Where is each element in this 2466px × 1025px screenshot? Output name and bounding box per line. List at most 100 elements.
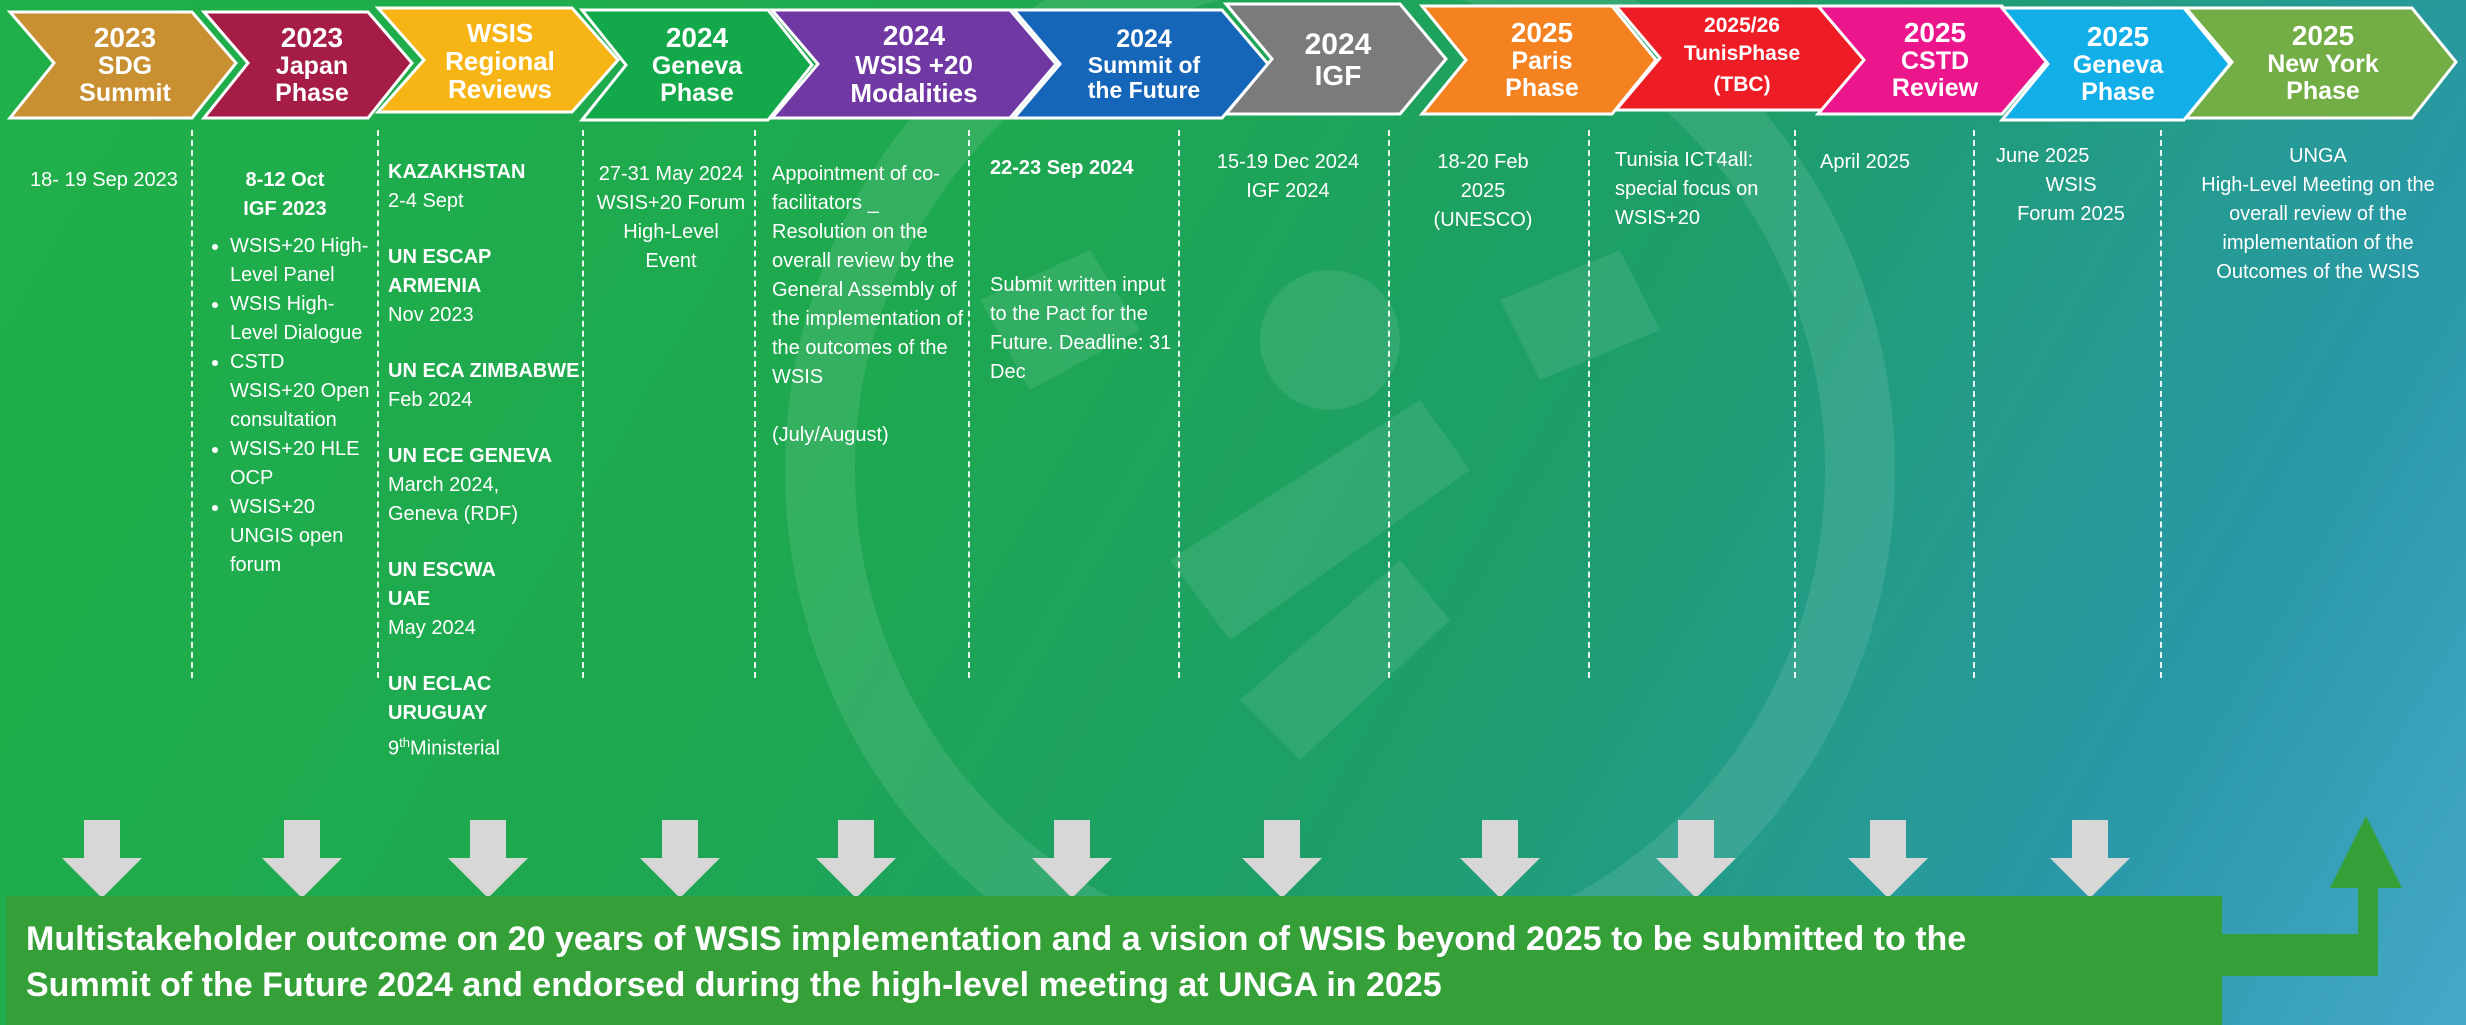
summit-future-details: 22-23 Sep 2024 Submit written input to t… [990, 154, 1174, 387]
ministerial-label: Ministerial [409, 737, 500, 760]
chevron-wsis-regional-reviews [374, 6, 621, 114]
regional-review-date: Nov 2023 [388, 304, 474, 326]
geneva-2025-event: WSIS Forum 2025 [2017, 174, 2125, 225]
chevron-label-geneva-phase-2024: 2024 Geneva Phase [622, 12, 772, 118]
chevron-label-cstd-review: 2025 CSTD Review [1860, 8, 2010, 112]
regional-review-date: 9thMinisterial [388, 728, 588, 764]
regional-review-title: UN ECA ZIMBABWE [388, 360, 580, 382]
chevron-summit-of-the-future [1010, 8, 1270, 120]
geneva-2024-details: 27-31 May 2024 WSIS+20 Forum High-Level … [596, 163, 746, 272]
japan-phase-event: IGF 2023 [243, 198, 327, 220]
modalities-text: Appointment of co-facilitators _ Resolut… [772, 163, 964, 388]
down-arrow-icon [2050, 820, 2130, 898]
cstd-details: April 2025 [1820, 151, 1911, 173]
igf-event: IGF 2024 [1246, 180, 1330, 202]
paris-date: 18-20 Feb 2025 [1437, 151, 1529, 202]
chevron-wsis20-modalities [768, 8, 1058, 120]
chevron-name: Geneva Phase [651, 52, 743, 108]
modalities-note: (July/August) [772, 424, 889, 446]
chevron-sdg-summit [6, 10, 238, 120]
column-separator [1588, 130, 1590, 678]
regional-review-title: KAZAKHSTAN [388, 161, 526, 183]
down-arrow-icon [62, 820, 142, 898]
chevron-geneva-phase-2024 [578, 8, 814, 122]
regional-review-title: UN ECLAC URUGUAY [388, 673, 492, 724]
chevron-year: 2024 [1304, 27, 1372, 61]
chevron-year: 2025 [2086, 20, 2150, 52]
new-york-text: High-Level Meeting on the overall review… [2201, 174, 2435, 283]
chevron-label-wsis20-modalities: 2024 WSIS +20 Modalities [814, 12, 1014, 116]
timeline-chevrons [6, 2, 2458, 122]
list-item: WSIS High-Level Dialogue [230, 290, 370, 348]
down-arrow-icon [640, 820, 720, 898]
summit-future-date: 22-23 Sep 2024 [990, 157, 1134, 179]
chevron-name: Paris Phase [1505, 47, 1579, 103]
column-separator [1794, 130, 1796, 678]
chevron-label-summit-of-the-future: 2024 Summit of the Future [1056, 12, 1232, 116]
chevron-year: 2024 [882, 19, 946, 51]
regional-reviews-details: KAZAKHSTAN 2-4 Sept UN ESCAP ARMENIA Nov… [388, 158, 588, 764]
regional-review-date: May 2024 [388, 617, 476, 639]
chevron-year: 2024 [1116, 24, 1172, 53]
column-separator [1973, 130, 1975, 678]
chevron-paris-phase [1418, 4, 1658, 116]
down-arrow-icon [448, 820, 528, 898]
modalities-details: Appointment of co-facilitators _ Resolut… [772, 160, 972, 450]
chevron-name: CSTD Review [1891, 47, 1979, 103]
banner-line-1: Multistakeholder outcome on 20 years of … [26, 920, 1967, 958]
japan-phase-date: 8-12 Oct [245, 169, 325, 191]
list-item: CSTD WSIS+20 Open consultation [230, 348, 370, 435]
chevron-new-york-phase [2182, 6, 2458, 120]
chevron-geneva-phase-2025 [1998, 6, 2232, 122]
column-separator [1388, 130, 1390, 678]
regional-review-date: Feb 2024 [388, 389, 473, 411]
chevron-year: 2023 [93, 21, 157, 53]
tunis-details: Tunisia ICT4all: special focus on WSIS+2… [1615, 149, 1759, 229]
column-separator [754, 130, 756, 678]
ordinal-number: 9 [388, 737, 400, 760]
sdg-summit-date: 18- 19 Sep 2023 [30, 169, 178, 191]
chevron-name: WSIS Regional Reviews [445, 17, 555, 105]
chevron-year: 2023 [280, 21, 344, 53]
chevron-name: New York Phase [2267, 50, 2379, 106]
regional-review-date: March 2024, Geneva (RDF) [388, 474, 519, 525]
regional-review-title: UN ECE GENEVA [388, 445, 553, 467]
new-york-title: UNGA [2289, 145, 2347, 167]
chevron-name: SDG Summit [79, 52, 171, 108]
paris-event: (UNESCO) [1433, 209, 1533, 231]
regional-review-title: UN ESCAP ARMENIA [388, 246, 491, 297]
regional-review-title: UN ESCWA UAE [388, 559, 496, 610]
chevron-name: Summit of the Future [1087, 51, 1201, 103]
chevron-year: 2025 [1510, 16, 1574, 48]
down-arrow-icon [1848, 820, 1928, 898]
column-separator [968, 130, 970, 678]
list-item: WSIS+20 High-Level Panel [230, 232, 370, 290]
chevron-cstd-review [1814, 4, 2050, 116]
ordinal-suffix: th [399, 735, 410, 750]
japan-phase-list: WSIS+20 High-Level Panel WSIS High-Level… [208, 232, 370, 580]
chevron-name: Geneva Phase [2072, 51, 2164, 107]
column-separator [582, 130, 584, 678]
igf-date: 15-19 Dec 2024 [1216, 151, 1360, 173]
list-item: WSIS+20 UNGIS open forum [230, 493, 370, 580]
geneva-2025-details: June 2025 WSIS Forum 2025 [1996, 142, 2146, 229]
chevron-year: 2025 [1903, 16, 1967, 48]
chevron-igf [1222, 2, 1448, 116]
chevron-label-paris-phase: 2025 Paris Phase [1462, 8, 1622, 112]
down-arrow-icon [1656, 820, 1736, 898]
chevron-name: WSIS +20 Modalities [850, 50, 978, 109]
down-arrow-icon [1460, 820, 1540, 898]
igf-details: 15-19 Dec 2024 IGF 2024 [1198, 148, 1378, 206]
chevron-label-igf: 2024 IGF [1268, 8, 1408, 112]
chevron-year: 2025/26 [1704, 14, 1780, 38]
banner-line-2: Summit of the Future 2024 and endorsed d… [26, 966, 1442, 1004]
new-york-details: UNGA High-Level Meeting on the overall r… [2192, 142, 2444, 287]
down-arrow-icon [1242, 820, 1322, 898]
list-item: WSIS+20 HLE OCP [230, 435, 370, 493]
chevron-label-japan-phase: 2023 Japan Phase [244, 14, 380, 116]
paris-details: 18-20 Feb 2025 (UNESCO) [1418, 148, 1548, 235]
chevron-year: 2025 [2291, 19, 2355, 51]
chevron-name: IGF [1314, 60, 1362, 92]
down-arrow-icon [816, 820, 896, 898]
down-arrow-icon [1032, 820, 1112, 898]
